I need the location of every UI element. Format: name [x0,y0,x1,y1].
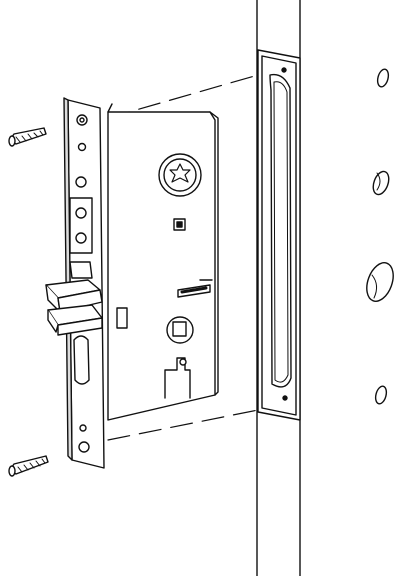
strike-plate [257,49,301,421]
lock-case [107,103,219,421]
cylinder-holes [366,68,394,405]
deadbolt [47,304,103,336]
mounting-screw-top [8,127,47,147]
alignment-lines [107,74,259,441]
mounting-screw-bottom [8,455,49,477]
latch-bolt [45,261,103,313]
